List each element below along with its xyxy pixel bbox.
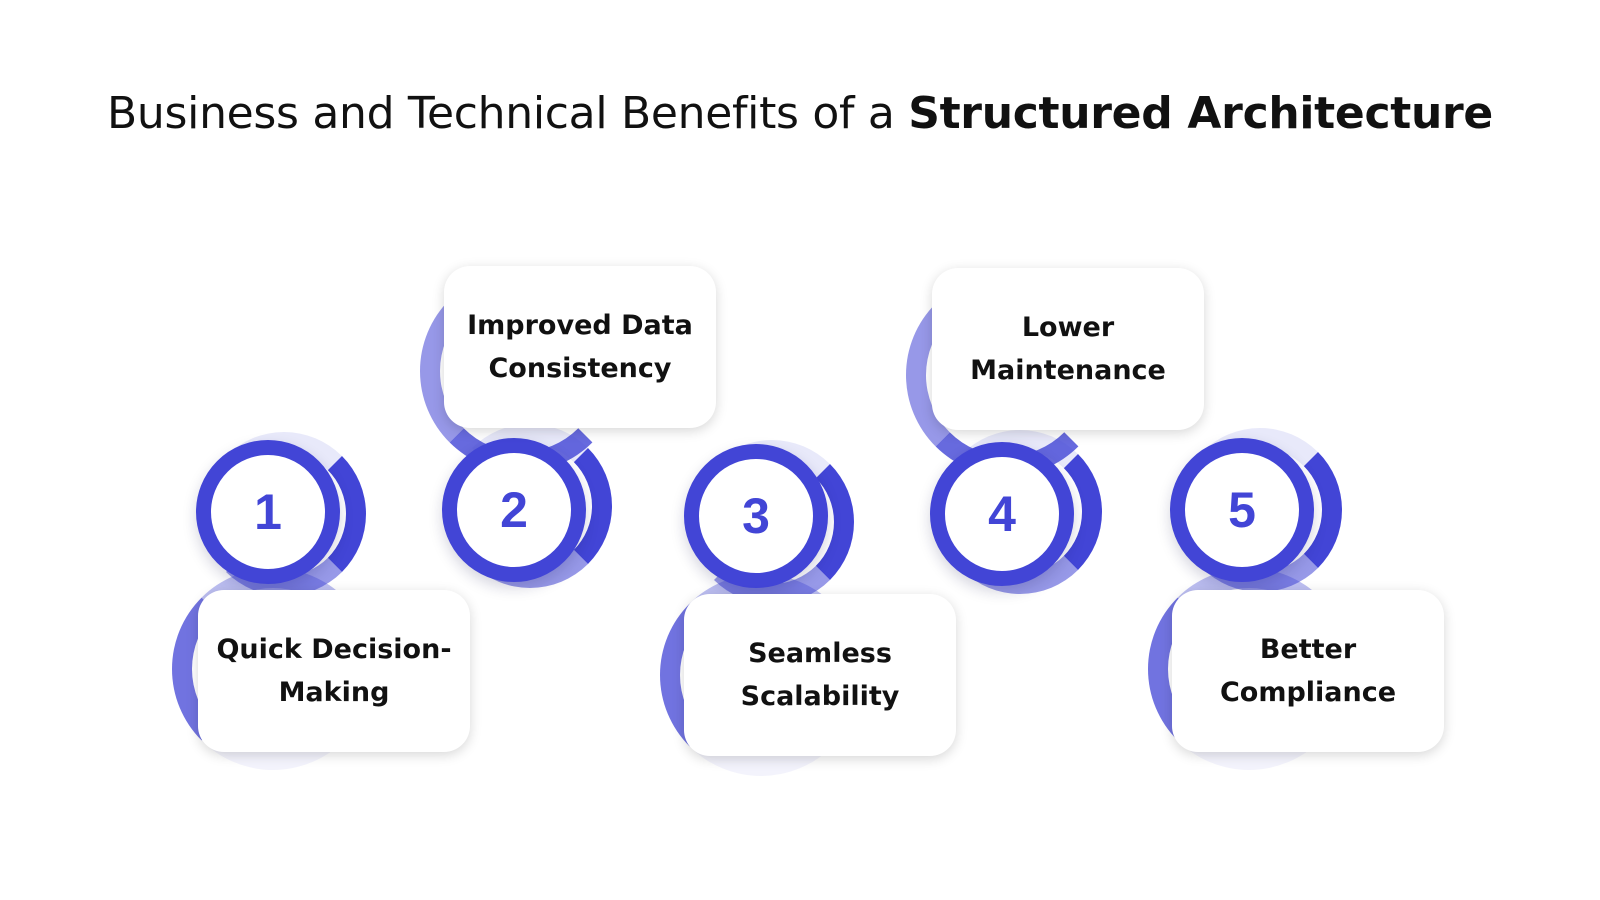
step-card-3-line-2: Scalability [740, 681, 900, 712]
step-card-5: Better Compliance [1172, 590, 1444, 752]
step-circle-2: 2 [442, 438, 586, 582]
step-number-2: 2 [500, 482, 528, 538]
step-card-5-line-1: Better [1259, 633, 1357, 665]
step-number-4: 4 [988, 486, 1016, 542]
step-number-1: 1 [254, 484, 282, 540]
step-card-1-line-2: Making [278, 677, 390, 708]
step-card-1-line-1: Quick Decision- [216, 633, 452, 665]
page-title: Business and Technical Benefits of a Str… [0, 88, 1600, 139]
step-card-1: Quick Decision- Making [198, 590, 470, 752]
step-circle-5: 5 [1170, 438, 1314, 582]
step-card-4-line-2: Maintenance [970, 355, 1166, 386]
step-circle-1: 1 [196, 440, 340, 584]
step-number-5: 5 [1228, 482, 1256, 538]
step-card-2: Improved Data Consistency [444, 266, 716, 428]
step-card-5-line-2: Compliance [1219, 677, 1397, 708]
step-card-2-line-1: Improved Data [467, 309, 693, 341]
step-card-4-line-1: Lower [1021, 311, 1115, 343]
step-card-2-line-2: Consistency [488, 353, 672, 384]
step-card-3: Seamless Scalability [684, 594, 956, 756]
title-bold: Structured Architecture [908, 88, 1493, 139]
step-circle-4: 4 [930, 442, 1074, 586]
step-card-4: Lower Maintenance [932, 268, 1204, 430]
step-circle-3: 3 [684, 444, 828, 588]
title-regular: Business and Technical Benefits of a [107, 88, 909, 139]
step-number-3: 3 [742, 488, 770, 544]
step-card-3-line-1: Seamless [748, 637, 892, 669]
